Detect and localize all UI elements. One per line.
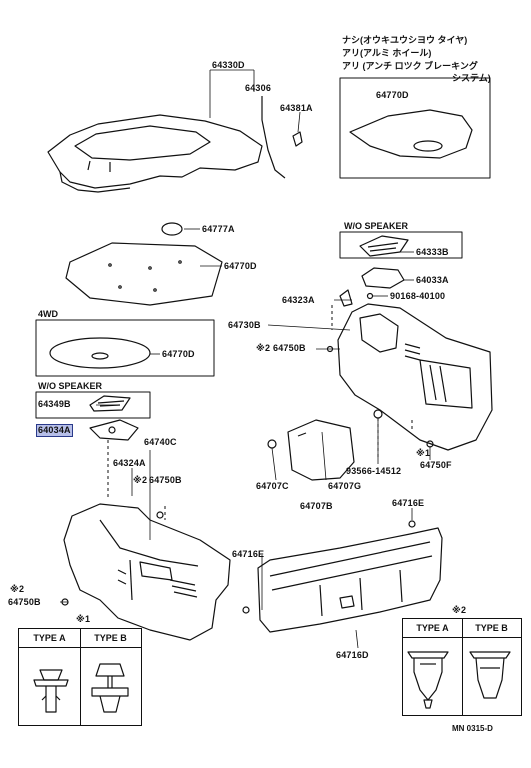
section-4wd: 4WD	[38, 309, 58, 319]
part-label-64750B-left[interactable]: 64750B	[149, 475, 182, 485]
clip-type-b2-shape	[469, 651, 511, 699]
legend-2-mark: ※2	[452, 605, 467, 615]
clip-type-a2-shape	[407, 651, 449, 709]
mark-1-right: ※1	[416, 448, 431, 458]
part-label-90168-40100[interactable]: 90168-40100	[390, 291, 446, 301]
part-label-64330D[interactable]: 64330D	[212, 60, 245, 70]
part-label-64323A[interactable]: 64323A	[282, 295, 315, 305]
part-label-64306[interactable]: 64306	[245, 83, 272, 93]
clip-type-a1-shape	[33, 669, 69, 713]
fourwd-panel-shape	[35, 319, 215, 377]
part-label-64707G[interactable]: 64707G	[328, 481, 362, 491]
clip-shape	[292, 131, 303, 147]
bracket-shape	[89, 419, 139, 441]
part-label-64707C[interactable]: 64707C	[256, 481, 289, 491]
note-line-1: ナシ(オウキユウシヨウ タイヤ)	[342, 35, 468, 45]
section-wo-speaker-left: W/O SPEAKER	[38, 381, 103, 391]
floor-board-shape	[65, 242, 223, 306]
mark-2-left: ※2	[133, 475, 148, 485]
cable-shape	[261, 96, 286, 179]
part-label-64750F[interactable]: 64750F	[420, 460, 452, 470]
clip-legend-1: TYPE A TYPE B	[18, 628, 142, 726]
part-label-93566-14512[interactable]: 93566-14512	[346, 466, 402, 476]
back-panel-shape	[257, 527, 443, 633]
legend-1-mark: ※1	[76, 614, 91, 624]
speaker-cover-left-shape	[35, 391, 151, 419]
clip-legend-2: TYPE A TYPE B	[402, 618, 522, 716]
mark-2-bottom-left: ※2	[10, 584, 25, 594]
part-label-64349B[interactable]: 64349B	[38, 399, 71, 409]
part-label-64750B-right[interactable]: 64750B	[273, 343, 306, 353]
package-tray-shape	[47, 114, 263, 193]
bracket-right-shape	[361, 267, 405, 289]
part-label-64333B[interactable]: 64333B	[416, 247, 449, 257]
grommet-shape	[161, 222, 183, 236]
note-line-4: システム)	[452, 73, 491, 83]
spare-cover-top-shape	[339, 77, 491, 179]
part-label-64770D-top[interactable]: 64770D	[376, 90, 409, 100]
left-trim-panel-shape	[63, 503, 231, 641]
mark-2-right: ※2	[256, 343, 271, 353]
legend-1-type-b: TYPE B	[80, 629, 141, 648]
part-label-64770D-mid[interactable]: 64770D	[224, 261, 257, 271]
hook-shape	[339, 289, 353, 307]
part-label-64716E-right[interactable]: 64716E	[392, 498, 425, 508]
section-wo-speaker-right: W/O SPEAKER	[344, 221, 409, 231]
speaker-cover-right-shape	[339, 231, 463, 259]
part-label-64770D-4wd[interactable]: 64770D	[162, 349, 195, 359]
part-label-64716D[interactable]: 64716D	[336, 650, 369, 660]
part-label-64324A[interactable]: 64324A	[113, 458, 146, 468]
legend-2-type-b: TYPE B	[462, 619, 521, 638]
part-label-64740C[interactable]: 64740C	[144, 437, 177, 447]
part-label-64707B[interactable]: 64707B	[300, 501, 333, 511]
note-line-3: アリ (アンチ ロツク ブレーキング	[342, 61, 478, 71]
note-line-2: アリ(アルミ ホイール)	[342, 48, 432, 58]
legend-1-type-a: TYPE A	[19, 629, 81, 648]
part-label-64716E-left[interactable]: 64716E	[232, 549, 265, 559]
part-label-64777A[interactable]: 64777A	[202, 224, 235, 234]
clip-type-b1-shape	[91, 663, 129, 713]
part-label-64034A[interactable]: 64034A	[36, 424, 73, 437]
part-label-64033A[interactable]: 64033A	[416, 275, 449, 285]
diagram-code: MN 0315-D	[452, 724, 493, 733]
legend-2-type-a: TYPE A	[403, 619, 463, 638]
part-label-64730B[interactable]: 64730B	[228, 320, 261, 330]
part-label-64381A[interactable]: 64381A	[280, 103, 313, 113]
right-trim-panel-shape	[337, 303, 493, 451]
part-label-64750B-bottom-left[interactable]: 64750B	[8, 597, 41, 607]
